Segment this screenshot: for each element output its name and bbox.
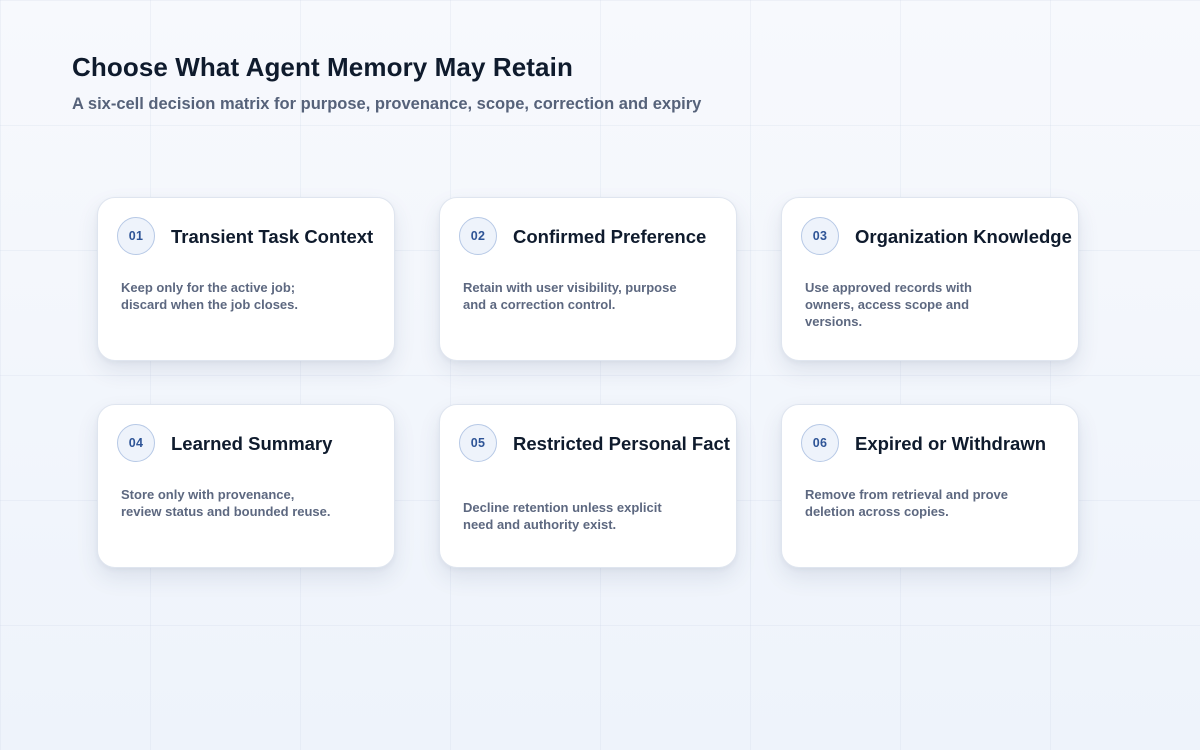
matrix-card-confirmed-preference: 02 Confirmed Preference Retain with user… — [439, 197, 737, 361]
card-description: Remove from retrieval and prove deletion… — [805, 487, 1009, 519]
card-description: Retain with user visibility, purpose and… — [463, 280, 677, 312]
card-title: Confirmed Preference — [513, 226, 707, 247]
card-title: Restricted Personal Fact — [513, 433, 730, 454]
page-title: Choose What Agent Memory May Retain — [72, 52, 573, 82]
card-description: Use approved records with owners, access… — [805, 280, 972, 329]
card-title: Transient Task Context — [171, 226, 374, 247]
matrix-card-transient-task-context: 01 Transient Task Context Keep only for … — [97, 197, 395, 361]
card-number-badge: 04 — [117, 424, 155, 462]
card-title: Expired or Withdrawn — [855, 433, 1047, 454]
card-number-badge: 06 — [801, 424, 839, 462]
card-title: Learned Summary — [171, 433, 333, 454]
card-number-badge: 03 — [801, 217, 839, 255]
matrix-card-organization-knowledge: 03 Organization Knowledge Use approved r… — [781, 197, 1079, 361]
card-description: Store only with provenance, review statu… — [121, 487, 331, 519]
card-title: Organization Knowledge — [855, 226, 1072, 247]
card-number-badge: 02 — [459, 217, 497, 255]
card-number-badge: 01 — [117, 217, 155, 255]
page-subtitle: A six-cell decision matrix for purpose, … — [72, 95, 702, 113]
card-description: Keep only for the active job; discard wh… — [121, 280, 298, 312]
matrix-card-expired-or-withdrawn: 06 Expired or Withdrawn Remove from retr… — [781, 404, 1079, 568]
matrix-card-learned-summary: 04 Learned Summary Store only with prove… — [97, 404, 395, 568]
card-description: Decline retention unless explicit need a… — [463, 500, 662, 532]
matrix-card-restricted-personal-fact: 05 Restricted Personal Fact Decline rete… — [439, 404, 737, 568]
card-number-badge: 05 — [459, 424, 497, 462]
